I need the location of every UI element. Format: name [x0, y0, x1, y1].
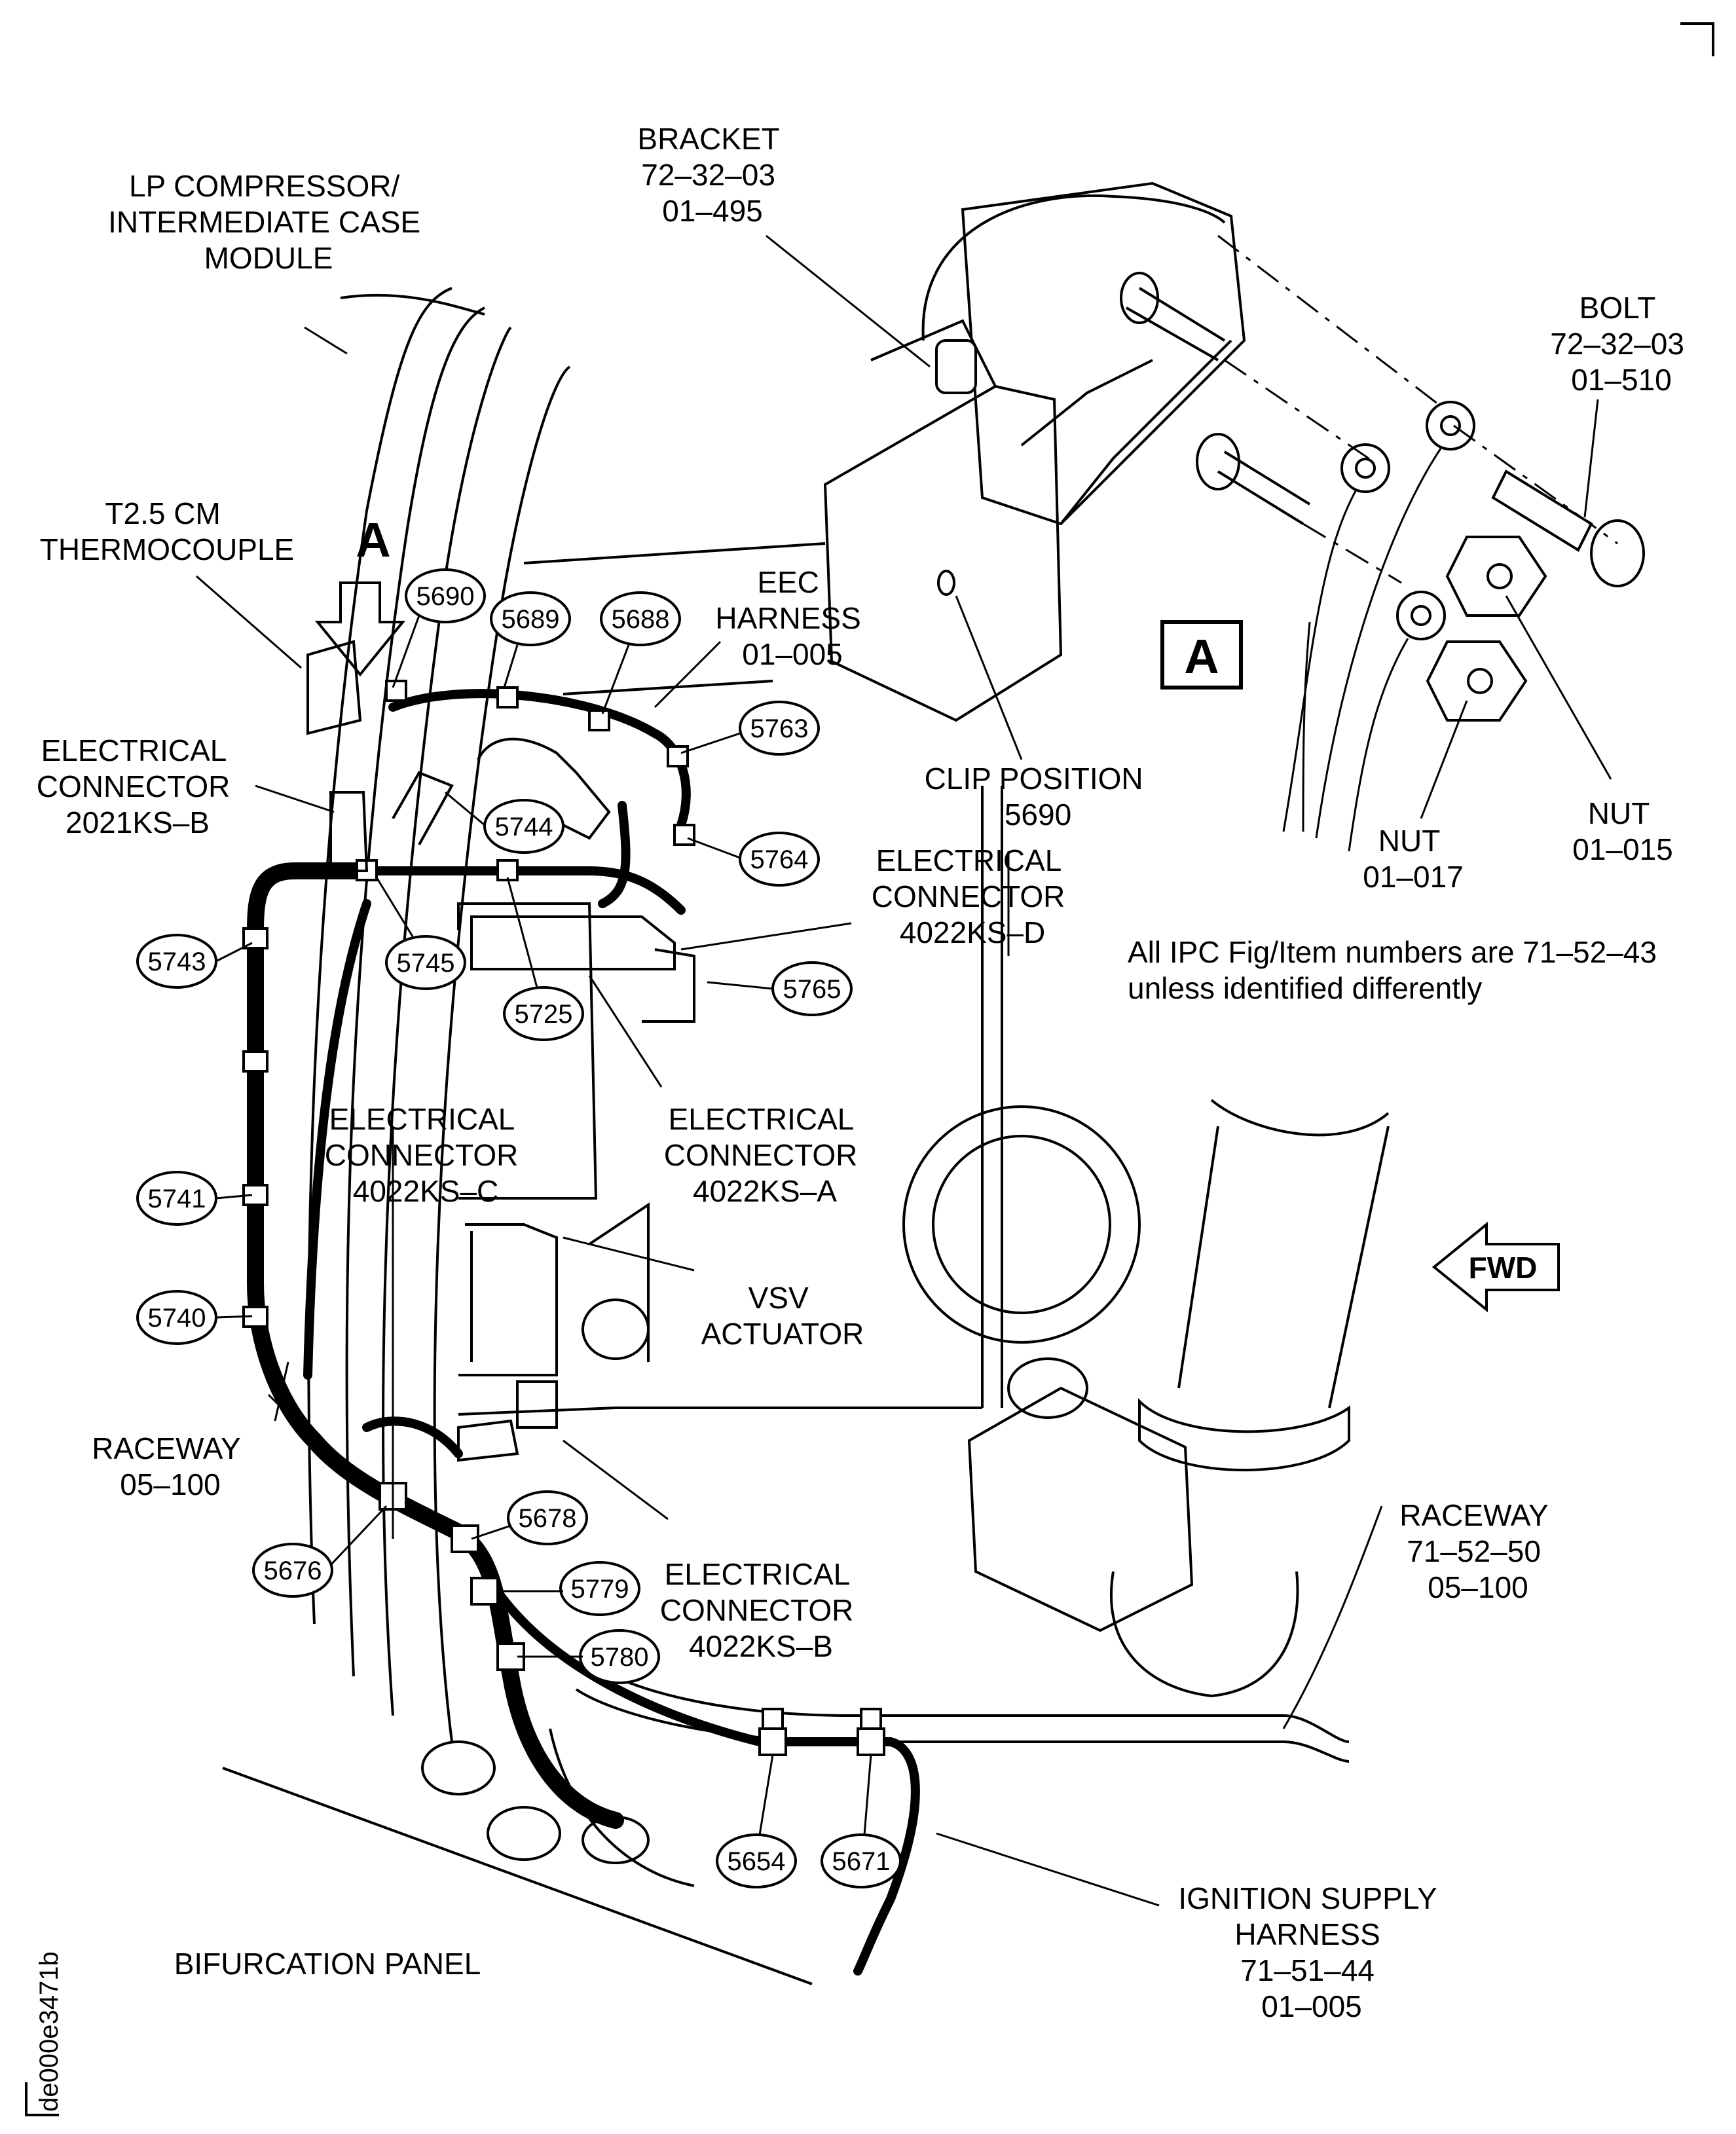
callout-5740: 5740	[136, 1290, 217, 1345]
label-thermocouple: T2.5 CM THERMOCOUPLE	[40, 496, 294, 566]
label-raceway-71-52-50: RACEWAY 71–52–50 05–100	[1399, 1498, 1556, 1604]
label-bracket: BRACKET 72–32–03 01–495	[637, 122, 787, 228]
label-bolt: BOLT 72–32–03 01–510	[1550, 291, 1692, 397]
label-bifurcation-panel: BIFURCATION PANEL	[174, 1947, 481, 1981]
detail-a-letter: A	[1184, 629, 1219, 684]
callout-5780: 5780	[579, 1629, 660, 1684]
view-arrow-a: A	[314, 513, 406, 677]
label-conn-2021ks-b: ELECTRICAL CONNECTOR 2021KS–B	[37, 733, 238, 839]
drawing-id: de000e3471b	[25, 1951, 64, 2116]
svg-text:5745: 5745	[397, 949, 455, 978]
callout-5688: 5688	[600, 591, 681, 646]
fwd-label: FWD	[1469, 1251, 1538, 1285]
connectors	[306, 640, 695, 1462]
svg-text:5725: 5725	[515, 1000, 573, 1029]
corner-mark	[1680, 22, 1714, 56]
callout-5763: 5763	[739, 701, 820, 756]
callout-5690: 5690	[405, 568, 486, 623]
callout-5676: 5676	[252, 1543, 333, 1598]
callout-5765: 5765	[771, 961, 853, 1016]
svg-text:5676: 5676	[264, 1556, 322, 1585]
callout-5678: 5678	[507, 1490, 588, 1545]
view-arrow-letter: A	[356, 513, 390, 567]
label-nut-015: NUT 01–015	[1572, 796, 1673, 866]
engine-case-drawing	[222, 287, 1390, 1985]
callout-5654: 5654	[716, 1833, 797, 1888]
leader-lines	[196, 326, 1383, 1907]
callout-5671: 5671	[821, 1833, 902, 1888]
svg-text:5780: 5780	[591, 1643, 649, 1672]
svg-text:5671: 5671	[832, 1847, 891, 1876]
svg-text:5744: 5744	[495, 813, 553, 841]
callout-5779: 5779	[559, 1561, 640, 1616]
svg-text:5741: 5741	[148, 1185, 206, 1213]
labels: LP COMPRESSOR/ INTERMEDIATE CASE MODULE …	[37, 122, 1692, 2023]
svg-text:5688: 5688	[612, 605, 670, 634]
label-conn-4022ks-c: ELECTRICAL CONNECTOR 4022KS–C	[325, 1102, 526, 1208]
callout-5744: 5744	[483, 799, 564, 854]
label-ignition-harness: IGNITION SUPPLY HARNESS 71–51–44 01–005	[1178, 1881, 1445, 2023]
label-raceway-05-100: RACEWAY 05–100	[92, 1431, 248, 1501]
svg-text:5779: 5779	[571, 1575, 629, 1604]
svg-text:de000e3471b: de000e3471b	[35, 1951, 64, 2112]
detail-a-drawing	[766, 181, 1645, 852]
label-lp-module: LP COMPRESSOR/ INTERMEDIATE CASE MODULE	[108, 169, 429, 275]
callout-5764: 5764	[739, 832, 820, 887]
callout-5745: 5745	[385, 935, 466, 990]
detail-a-box: A	[1160, 620, 1243, 690]
label-nut-017: NUT 01–017	[1363, 824, 1464, 894]
label-conn-4022ks-d: ELECTRICAL CONNECTOR 4022KS–D	[872, 843, 1073, 949]
callout-5743: 5743	[136, 934, 217, 989]
svg-text:5690: 5690	[416, 582, 475, 611]
svg-text:5689: 5689	[502, 605, 560, 634]
svg-text:5740: 5740	[148, 1304, 206, 1333]
fwd-arrow: FWD	[1431, 1221, 1560, 1313]
callout-5725: 5725	[503, 986, 584, 1041]
callouts: 5690 5689 5688 5763 5744 5764 5743 5745 …	[136, 568, 902, 1888]
label-vsv-actuator: VSV ACTUATOR	[701, 1281, 864, 1351]
svg-text:5678: 5678	[519, 1504, 577, 1533]
callout-5741: 5741	[136, 1171, 217, 1226]
callout-5689: 5689	[490, 591, 571, 646]
callout-leaders	[215, 615, 872, 1835]
label-clip-position: CLIP POSITION 5690	[925, 762, 1152, 832]
svg-text:5654: 5654	[728, 1847, 786, 1876]
label-eec-harness: EEC HARNESS 01–005	[715, 565, 869, 671]
svg-text:5763: 5763	[750, 714, 809, 743]
svg-text:5743: 5743	[148, 947, 206, 976]
label-ipc-note: All IPC Fig/Item numbers are 71–52–43 un…	[1128, 935, 1665, 1005]
label-conn-4022ks-b: ELECTRICAL CONNECTOR 4022KS–B	[660, 1557, 862, 1663]
svg-text:5764: 5764	[750, 845, 809, 874]
svg-text:5765: 5765	[783, 975, 841, 1004]
label-conn-4022ks-a: ELECTRICAL CONNECTOR 4022KS–A	[664, 1102, 866, 1208]
